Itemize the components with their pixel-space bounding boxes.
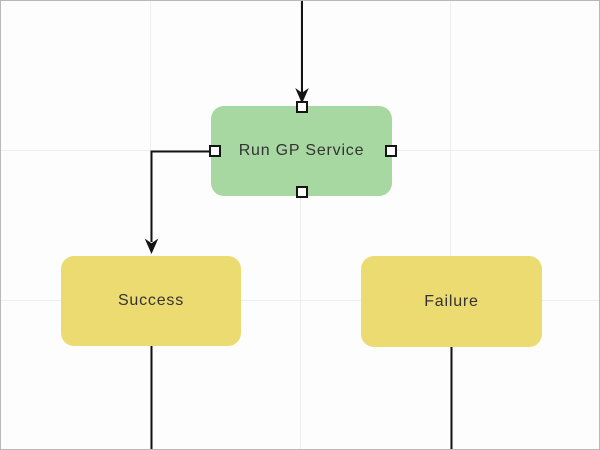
node-success[interactable]: Success — [61, 256, 241, 346]
connector-run-gp-to-success-line[interactable] — [150, 150, 216, 243]
node-label: Run GP Service — [238, 142, 365, 159]
node-label: Failure — [424, 292, 479, 310]
connection-handle-right[interactable] — [385, 145, 397, 157]
connection-handle-left[interactable] — [209, 145, 221, 157]
node-run-gp-service[interactable]: Run GP Service — [211, 106, 392, 196]
connection-handle-bottom[interactable] — [296, 186, 308, 198]
arrowhead-into-run-gp-service-icon — [295, 88, 309, 104]
connection-handle-top[interactable] — [296, 101, 308, 113]
arrowhead-into-success-icon — [144, 238, 159, 254]
node-failure[interactable]: Failure — [361, 256, 542, 347]
node-label: Success — [117, 292, 185, 309]
